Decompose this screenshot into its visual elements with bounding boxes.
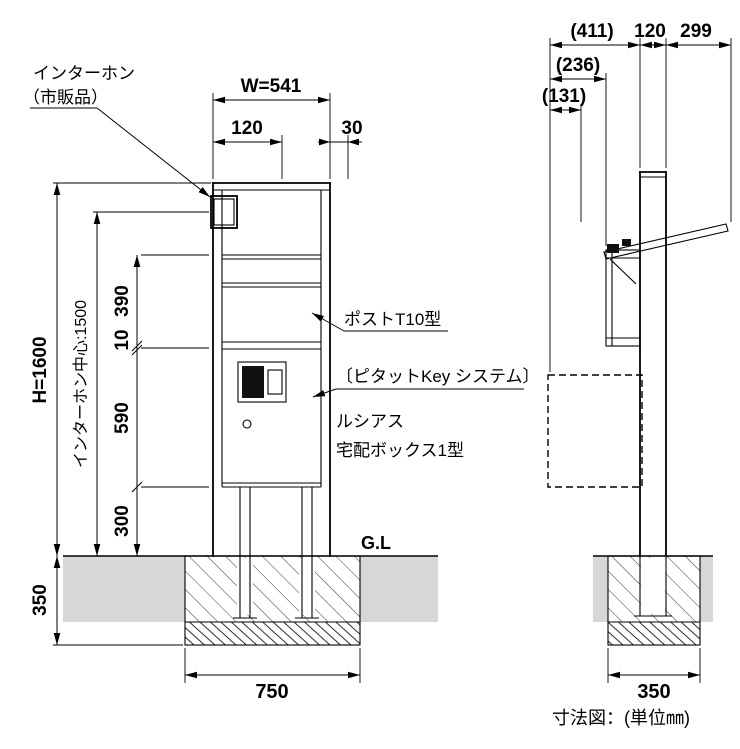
intercom-label-line1: インターホン <box>33 64 135 83</box>
ground-shading <box>63 556 713 622</box>
product-label: 宅配ボックス1型 <box>336 441 464 460</box>
brand-label: ルシアス <box>336 412 404 431</box>
mailbox-side <box>605 249 641 347</box>
key-system-leader <box>312 388 337 398</box>
dim-height-total: H=1600 <box>30 336 51 403</box>
front-labels: インターホン （市販品） ポストT10型 〔ピタットKey システム〕 ルシアス… <box>23 64 540 553</box>
dim-299: 299 <box>680 21 712 42</box>
dim-intercom-center: インターホン中心:1500 <box>72 300 90 468</box>
front-view-unit <box>210 182 331 557</box>
side-view-unit <box>547 171 729 557</box>
post-leader <box>311 312 345 332</box>
dim-width-30: 30 <box>341 118 362 139</box>
dim-236: (236) <box>556 55 600 76</box>
intercom-leader <box>30 107 211 198</box>
dim-width-total: W=541 <box>241 76 302 97</box>
side-dimensions: (411) 120 299 (236) (131) 350 <box>542 21 732 703</box>
post-label: ポストT10型 <box>344 310 441 329</box>
unit-note: 寸法図：(単位㎜) <box>552 708 690 728</box>
dim-131: (131) <box>542 86 586 107</box>
gl-label: G.L <box>361 533 391 553</box>
foundation-front <box>184 555 361 646</box>
keyhole <box>242 419 252 429</box>
dim-seg-590: 590 <box>112 402 133 434</box>
delivery-box-outline <box>547 374 643 488</box>
key-system-label: 〔ピタットKey システム〕 <box>336 367 540 386</box>
dim-seg-390: 390 <box>112 285 133 317</box>
embedded-pillar-side <box>634 556 672 617</box>
embedded-posts-front <box>233 487 319 619</box>
dim-seg-300: 300 <box>112 505 133 537</box>
dim-footing-depth: 350 <box>30 584 51 616</box>
dim-footing-350: 350 <box>637 681 670 703</box>
front-dimensions: W=541 120 30 H=1600 350 インターホン中心:1500 39… <box>30 76 363 703</box>
intercom-label-line2: （市販品） <box>23 88 108 107</box>
dim-side-120: 120 <box>634 21 666 42</box>
dim-seg-10: 10 <box>112 329 133 350</box>
intercom-unit <box>210 195 238 229</box>
dim-footing-750: 750 <box>255 681 288 703</box>
mailbox-open-lid <box>603 223 729 285</box>
dim-411: (411) <box>570 21 613 42</box>
dim-width-120: 120 <box>231 118 263 139</box>
key-handle-unit <box>237 361 287 403</box>
